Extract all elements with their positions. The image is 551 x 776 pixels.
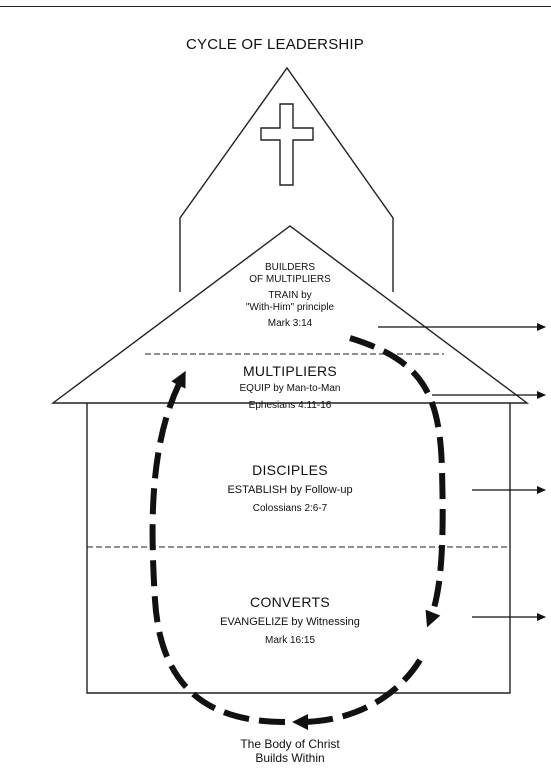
level-converts: CONVERTS EVANGELIZE by Witnessing Mark 1… — [190, 594, 390, 646]
builders-heading-line-2: OF MULTIPLIERS — [249, 273, 331, 285]
diagram-title: CYCLE OF LEADERSHIP — [185, 36, 364, 53]
footer-line-1: The Body of Christ — [240, 737, 340, 751]
multipliers-heading: MULTIPLIERS — [242, 363, 338, 379]
multipliers-reference: Ephesians 4:11-16 — [248, 399, 332, 411]
disciples-reference: Colossians 2:6-7 — [252, 502, 328, 514]
disciples-action: ESTABLISH by Follow-up — [227, 484, 353, 497]
level-builders: BUILDERS OF MULTIPLIERS TRAIN by "With-H… — [215, 262, 365, 330]
converts-reference: Mark 16:15 — [264, 634, 316, 646]
cross-icon — [260, 103, 314, 186]
level-disciples: DISCIPLES ESTABLISH by Follow-up Colossi… — [200, 462, 380, 514]
top-rule — [0, 6, 551, 7]
steeple-tower — [179, 66, 394, 292]
cycle-arrow-right — [349, 335, 446, 628]
cycle-arrow-bottom — [292, 658, 423, 730]
builders-action-line-1: TRAIN by — [268, 290, 312, 301]
builders-action-line-2: "With-Him" principle — [245, 301, 335, 313]
builders-reference: Mark 3:14 — [267, 318, 313, 329]
converts-heading: CONVERTS — [250, 594, 330, 610]
multipliers-action: EQUIP by Man-to-Man — [239, 383, 341, 395]
footer-caption: The Body of Christ Builds Within — [200, 737, 380, 766]
converts-action: EVANGELIZE by Witnessing — [220, 616, 360, 629]
disciples-heading: DISCIPLES — [252, 462, 328, 478]
builders-heading-line-1: BUILDERS — [264, 262, 315, 273]
footer-line-2: Builds Within — [255, 750, 325, 765]
level-multipliers: MULTIPLIERS EQUIP by Man-to-Man Ephesian… — [205, 363, 375, 411]
cycle-arrow-left — [149, 370, 286, 725]
house-body — [86, 403, 511, 694]
